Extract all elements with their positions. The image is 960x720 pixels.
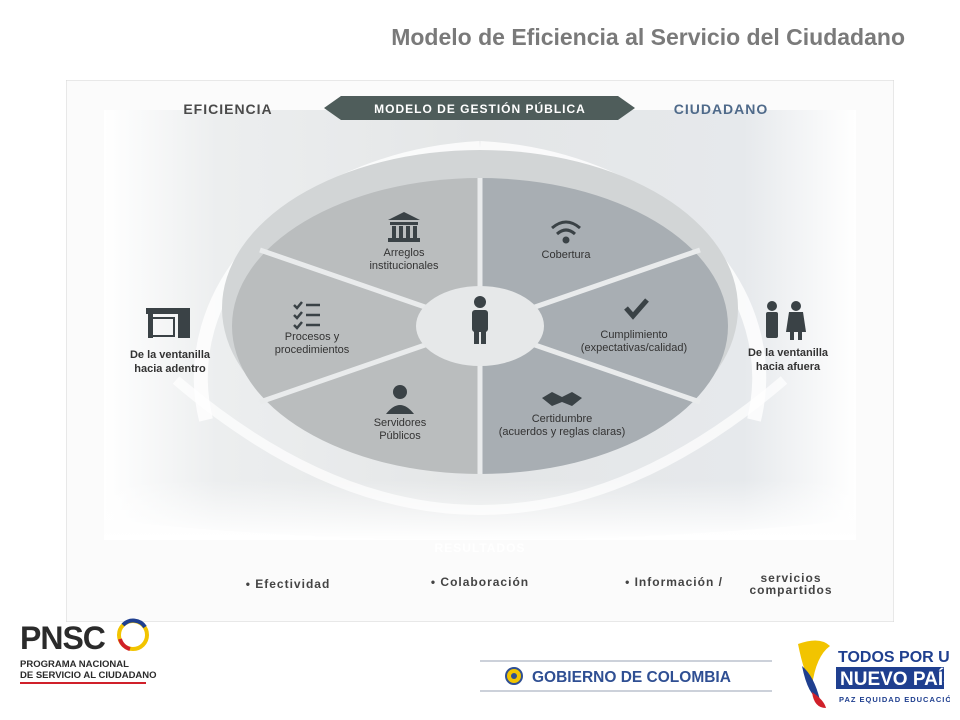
segment-cobertura-line1: Cobertura xyxy=(542,249,592,261)
coat-of-arms-icon xyxy=(505,667,523,685)
right-side-label-line2: hacia afuera xyxy=(756,361,821,373)
pnsc-line1: PROGRAMA NACIONAL xyxy=(20,659,129,670)
wheel-right-half xyxy=(480,178,728,474)
segment-procesos-line1: Procesos y xyxy=(285,331,340,343)
gobierno-label: GOBIERNO DE COLOMBIA xyxy=(532,669,731,686)
people-icon xyxy=(766,301,806,340)
segment-arreglos-line1: Arreglos xyxy=(384,247,425,259)
pnsc-line2: DE SERVICIO AL CIUDADANO xyxy=(20,670,157,681)
model-banner-label: MODELO DE GESTIÓN PÚBLICA xyxy=(374,101,586,116)
todos-line1: TODOS POR UN xyxy=(838,649,950,666)
efficiency-model-diagram: MODELO DE GESTIÓN PÚBLICA EFICIENCIA CIU… xyxy=(66,80,894,622)
segment-procesos-line2: procedimientos xyxy=(275,344,350,356)
segment-servidores-line1: Servidores xyxy=(374,417,427,429)
gobierno-banner: GOBIERNO DE COLOMBIA xyxy=(480,660,772,692)
segment-servidores: Servidores Públicos xyxy=(374,385,427,442)
slide-title: Modelo de Eficiencia al Servicio del Ciu… xyxy=(391,24,905,50)
person-tie-icon xyxy=(386,385,414,414)
segment-cumplimiento: Cumplimiento (expectativas/calidad) xyxy=(581,298,687,354)
segment-certidumbre-line2: (acuerdos y reglas claras) xyxy=(499,426,626,438)
efficiency-heading: EFICIENCIA xyxy=(183,101,272,117)
segment-cumplimiento-line1: Cumplimiento xyxy=(600,329,667,341)
segment-cumplimiento-line2: (expectativas/calidad) xyxy=(581,342,687,354)
left-side-label-line2: hacia adentro xyxy=(134,363,206,375)
building-icon xyxy=(388,212,420,242)
segment-arreglos-line2: institucionales xyxy=(369,260,439,272)
checklist-icon xyxy=(293,301,320,330)
pnsc-logo: PNSC PROGRAMA NACIONAL DE SERVICIO AL CI… xyxy=(20,618,157,684)
result-efectividad: • Efectividad xyxy=(246,577,331,591)
flag-swoosh-icon xyxy=(798,640,830,708)
checkmark-icon xyxy=(624,298,649,320)
handshake-icon xyxy=(542,392,582,406)
todos-line3: PAZ EQUIDAD EDUCACIÓN xyxy=(839,695,950,704)
result-servicios-line2: compartidos xyxy=(749,583,832,597)
citizen-icon xyxy=(472,296,488,344)
wheel-left-half xyxy=(232,178,480,474)
citizen-heading: CIUDADANO xyxy=(674,101,769,117)
nuevo-pais-box xyxy=(836,667,944,689)
segment-servidores-line2: Públicos xyxy=(379,430,421,442)
segment-procesos: Procesos y procedimientos xyxy=(275,301,350,356)
results-heading: RESULTADOS xyxy=(435,541,526,555)
model-banner xyxy=(324,96,635,120)
segment-arreglos: Arreglos institucionales xyxy=(369,212,439,272)
desk-icon xyxy=(146,308,190,338)
segment-certidumbre: Certidumbre (acuerdos y reglas claras) xyxy=(499,392,626,438)
todos-por-un-nuevo-pais-logo: TODOS POR UN NUEVO PAÍS PAZ EQUIDAD EDUC… xyxy=(798,640,950,708)
right-side-label-line1: De la ventanilla xyxy=(748,347,829,359)
result-informacion: • Información / xyxy=(625,575,723,589)
lower-ring xyxy=(172,376,788,515)
pnsc-logo-text: PNSC xyxy=(20,620,106,656)
todos-line2: NUEVO PAÍS xyxy=(840,668,950,690)
left-side-label-line1: De la ventanilla xyxy=(130,349,211,361)
pnsc-swirl-icon xyxy=(117,618,149,651)
result-colaboracion: • Colaboración xyxy=(431,575,529,589)
wifi-icon xyxy=(551,220,581,244)
segment-cobertura: Cobertura xyxy=(542,220,592,261)
result-servicios-line1: servicios xyxy=(760,571,821,585)
segment-certidumbre-line1: Certidumbre xyxy=(532,413,593,425)
pnsc-underline xyxy=(20,682,146,684)
